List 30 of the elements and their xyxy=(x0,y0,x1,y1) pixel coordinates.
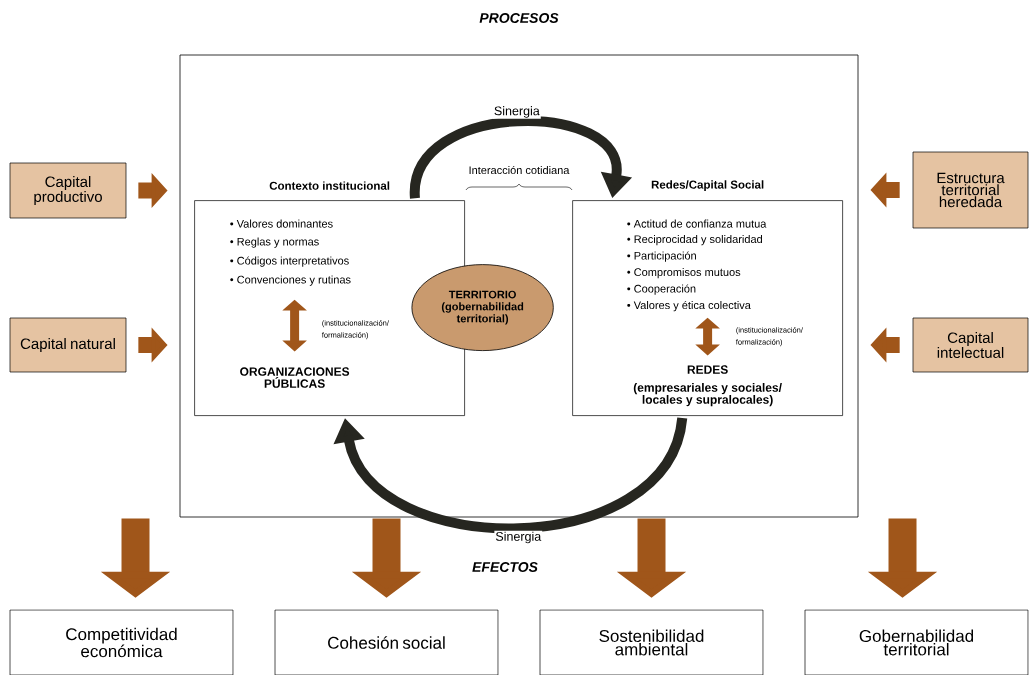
edge-label: Sinergia xyxy=(492,105,541,119)
effect-box: Sostenibilidad ambiental xyxy=(539,609,764,675)
effect-box: Competitividad económica xyxy=(9,609,234,675)
curved-arrow xyxy=(410,116,633,199)
bullet-item: • Actitud de confianza mutua xyxy=(627,219,767,228)
bullet-item: • Compromisos mutuos xyxy=(627,268,741,279)
bullet-item: • Reglas y normas xyxy=(230,237,319,248)
box-heading: Redes/Capital Social xyxy=(651,180,764,191)
input-box: Capital intelectual xyxy=(912,317,1029,373)
box-title: ORGANIZACIONES PÚBLICAS xyxy=(240,367,350,388)
curved-arrow xyxy=(333,416,688,534)
bullet-item: • Reciprocidad y solidaridad xyxy=(627,235,762,246)
box-heading: Contexto institucional xyxy=(269,181,390,190)
bullet-item: • Cooperación xyxy=(627,284,696,295)
box-subtitle: (empresariales y sociales/ locales y supralocales) xyxy=(633,383,782,407)
bullet-item: • Participación xyxy=(627,251,696,262)
effect-box: Cohesión social xyxy=(274,609,499,675)
input-box: Estructura territorial heredada xyxy=(912,151,1029,229)
heading: EFECTOS xyxy=(472,562,538,572)
frame-box xyxy=(179,54,859,518)
bullet-item: • Valores dominantes xyxy=(230,219,333,228)
bullet-item: • Valores y ética colectiva xyxy=(627,300,751,312)
input-box: Capital natural xyxy=(9,317,127,373)
heading: PROCESOS xyxy=(479,13,559,23)
bullet-item: • Códigos interpretativos xyxy=(230,256,349,267)
box-title: REDES xyxy=(687,365,728,374)
effect-box: Gobernabilidad territorial xyxy=(804,609,1029,675)
input-box: Capital productivo xyxy=(9,162,127,219)
brace-label: Interacción cotidiana xyxy=(469,165,570,175)
bullet-item: • Convenciones y rutinas xyxy=(230,275,351,286)
